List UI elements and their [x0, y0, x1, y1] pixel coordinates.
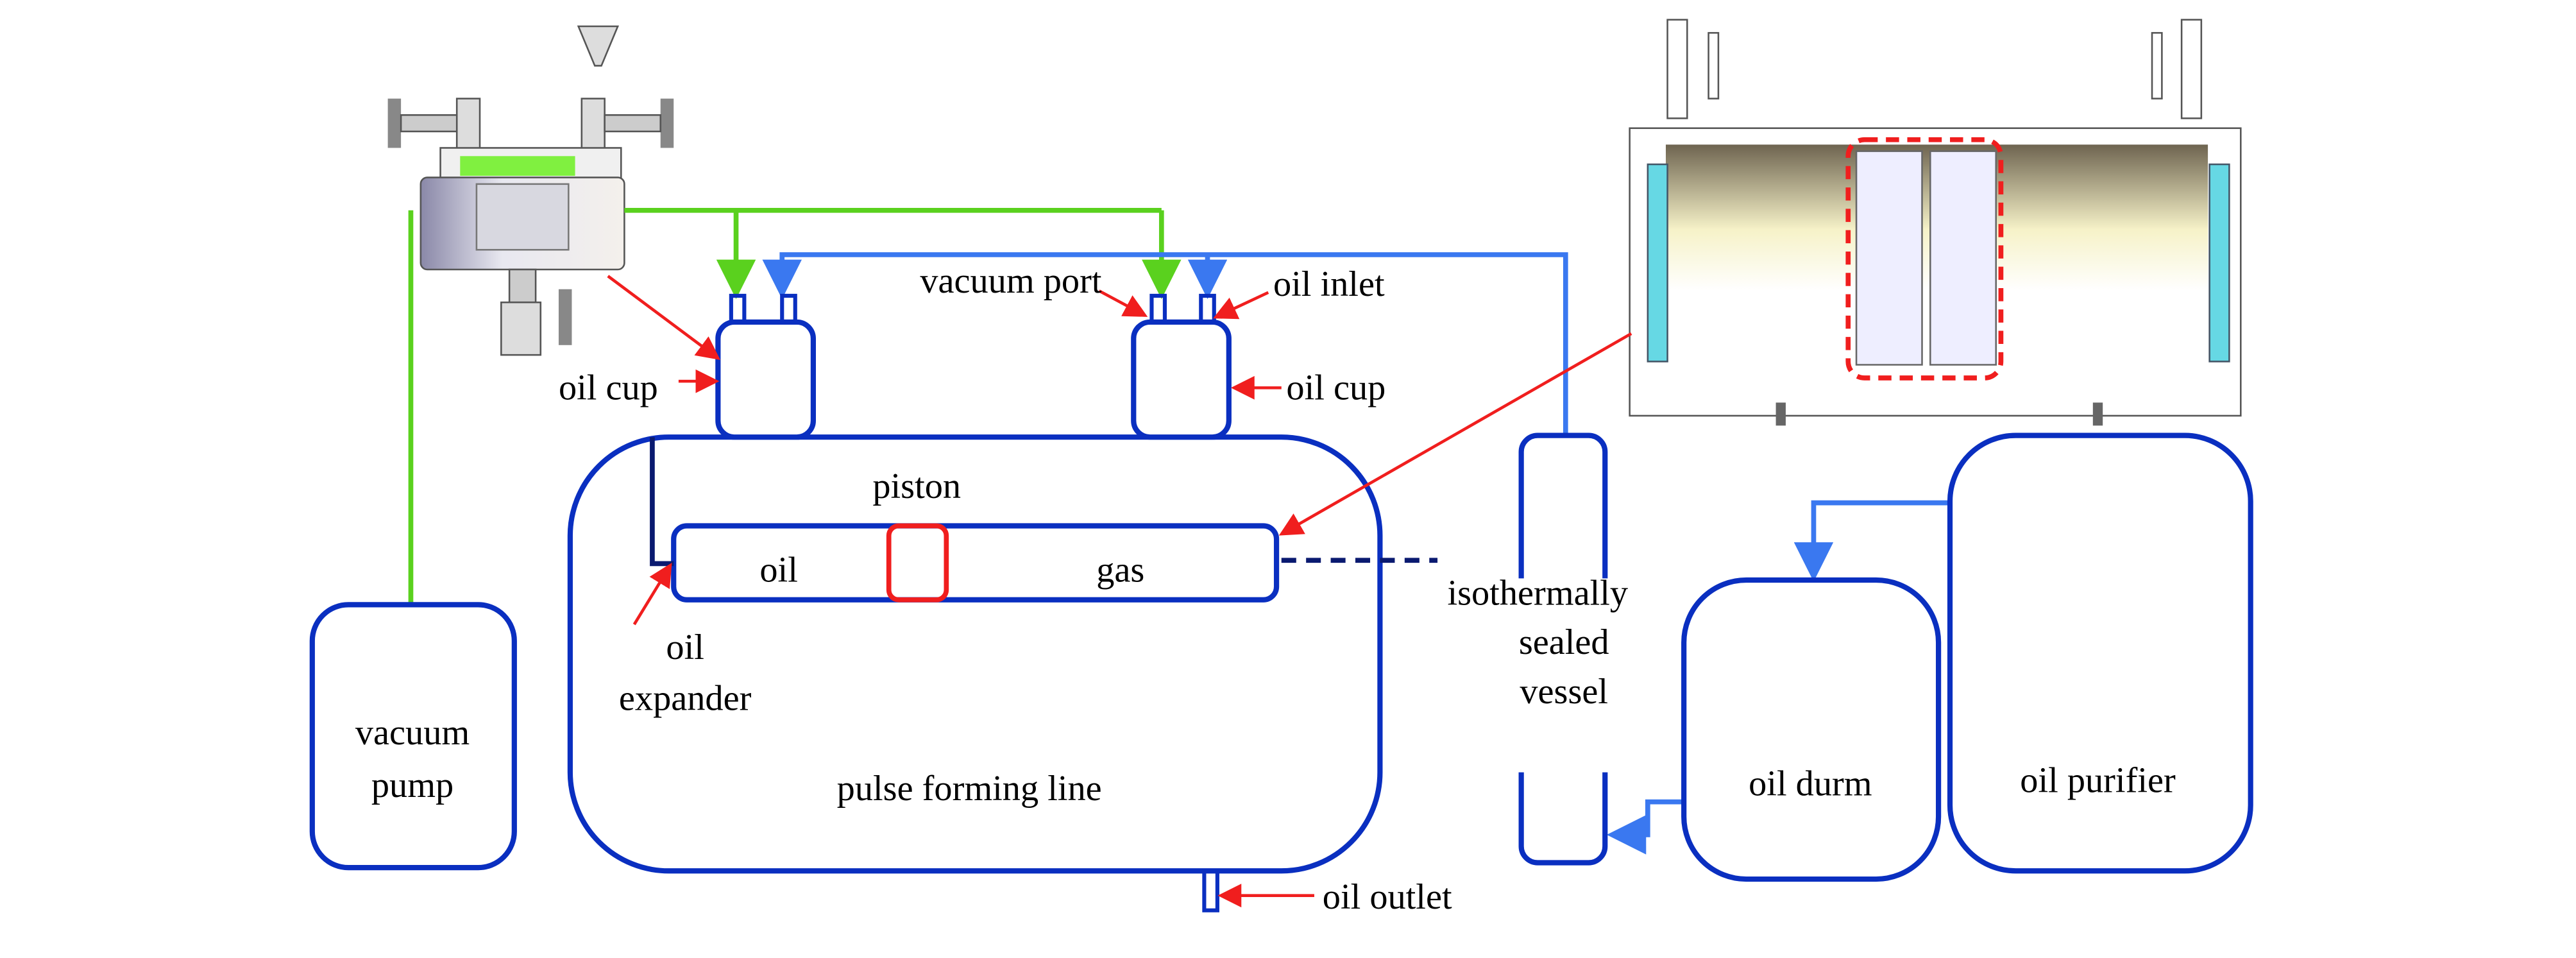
oil-inlet-label: oil inlet — [1273, 264, 1385, 304]
vessel-label-1: isothermally — [1447, 573, 1628, 613]
oil-outlet-label: oil outlet — [1323, 877, 1452, 917]
oil-line — [762, 252, 1951, 855]
oil-cup-device-illustration — [387, 25, 674, 356]
oil-cup-left-label: oil cup — [559, 368, 658, 407]
vacuum-pump — [309, 602, 517, 871]
vacuum-line — [408, 207, 1182, 605]
vacuum-port-label: vacuum port — [920, 261, 1101, 301]
oil-durm — [1681, 577, 1942, 882]
oil-inlet-right — [1199, 293, 1216, 325]
oil-cup-right-label: oil cup — [1286, 368, 1385, 407]
piston — [886, 523, 949, 603]
vacuum-port-right — [1149, 293, 1167, 325]
piston-highlight — [1845, 137, 2004, 381]
oil-cup-right — [1131, 319, 1232, 440]
oil-label: oil — [759, 551, 797, 590]
vacuum-port-left — [729, 293, 747, 325]
piston-cross-section-illustration — [1629, 19, 2242, 426]
oil-purifier — [1947, 432, 2253, 874]
oil-purifier-label: oil purifier — [2020, 760, 2176, 800]
oil-expander-label-2: expander — [619, 678, 752, 718]
oil-cup-left — [715, 319, 816, 440]
pointer-arrows — [607, 275, 1632, 908]
piston-label: piston — [872, 466, 961, 506]
oil-durm-label: oil durm — [1749, 764, 1872, 803]
vessel-label-2: sealed — [1519, 622, 1609, 662]
green-seal — [460, 156, 575, 176]
oil-inlet-left — [780, 293, 797, 325]
gas-label: gas — [1096, 551, 1144, 590]
vacuum-pump-label-1: vacuum — [355, 713, 470, 753]
oil-outlet-pipe — [1202, 869, 1219, 912]
vessel-label-3: vessel — [1520, 672, 1608, 712]
vacuum-pump-label-2: pump — [371, 766, 453, 805]
oil-expander — [650, 437, 674, 567]
oil-expander-label-1: oil — [666, 628, 704, 667]
pulse-forming-line — [567, 434, 1383, 874]
pulse-forming-line-label: pulse forming line — [837, 769, 1102, 808]
isothermally-sealed-vessel — [1518, 432, 1608, 866]
